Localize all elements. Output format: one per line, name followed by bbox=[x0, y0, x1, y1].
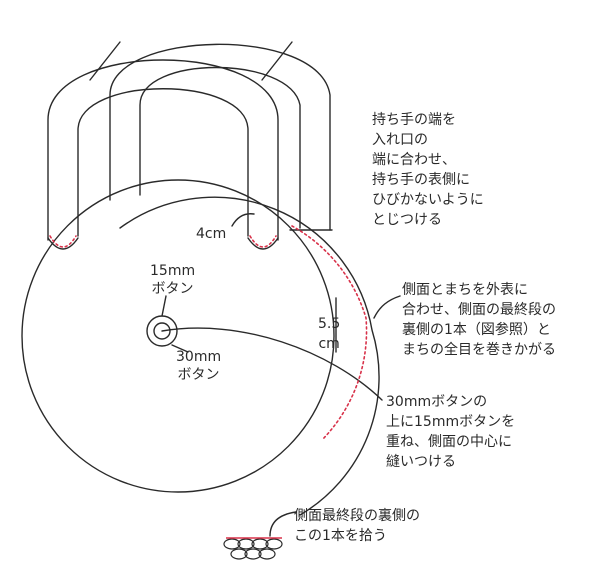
small-button-label: 15mm ボタン bbox=[150, 262, 195, 298]
stitch-handle-left bbox=[49, 235, 77, 248]
stitch-note-line: この1本を拾う bbox=[294, 528, 387, 544]
front-handle-inner bbox=[77, 88, 249, 237]
stitch-note: 側面最終段の裏側の この1本を拾う bbox=[294, 506, 420, 546]
front-handle-outer bbox=[47, 59, 279, 241]
side-note-line: まちの全目を巻きかがる bbox=[402, 342, 556, 358]
stitch-gusset-edge bbox=[291, 225, 368, 441]
side-note-line: 合わせ、側面の最終段の bbox=[402, 302, 556, 318]
dim-handle-bracket bbox=[231, 213, 255, 227]
large-button-size: 30mm bbox=[176, 349, 222, 365]
stitch-illustration bbox=[223, 537, 283, 560]
leader-small-button bbox=[161, 295, 167, 317]
large-button-label: 30mm ボタン bbox=[176, 348, 221, 384]
button-note-line: 重ね、側面の中心に bbox=[386, 434, 512, 450]
large-button-word: ボタン bbox=[177, 367, 220, 383]
button-note-line: 30mmボタンの bbox=[386, 394, 488, 410]
dim-gusset-label: 5.5 cm bbox=[318, 314, 340, 354]
handle-note-line: とじつける bbox=[372, 212, 442, 228]
dim-gusset-value: 5.5 bbox=[318, 316, 341, 332]
side-note: 側面とまちを外表に 合わせ、側面の最終段の 裏側の1本（図参照）と まちの全目を… bbox=[402, 280, 556, 360]
handle-note-line: ひびかないように bbox=[372, 192, 484, 208]
back-handle-outer bbox=[109, 43, 331, 231]
leader-button-note bbox=[161, 327, 383, 401]
leader-side-note bbox=[373, 295, 401, 319]
button-note-line: 上に15mmボタンを bbox=[386, 414, 516, 430]
handle-note-line: 持ち手の端を bbox=[372, 112, 456, 128]
handle-note-line: 入れ口の bbox=[372, 132, 428, 148]
bag-side-circle bbox=[21, 179, 335, 493]
stitch-handle-right bbox=[249, 235, 277, 248]
back-handle-joint bbox=[261, 41, 293, 81]
button-note: 30mmボタンの 上に15mmボタンを 重ね、側面の中心に 縫いつける bbox=[386, 392, 515, 472]
stitch-note-line: 側面最終段の裏側の bbox=[294, 508, 420, 524]
gusset-circle-outline bbox=[119, 196, 380, 516]
leader-large-button bbox=[171, 344, 189, 353]
small-button-15mm bbox=[153, 322, 171, 340]
back-handle-joint bbox=[89, 41, 121, 81]
button-note-line: 縫いつける bbox=[386, 454, 456, 470]
small-button-size: 15mm bbox=[150, 263, 196, 279]
small-button-word: ボタン bbox=[151, 281, 194, 297]
back-handle-inner bbox=[139, 66, 301, 229]
dim-handle-label: 4cm bbox=[196, 226, 227, 242]
leader-stitch-note bbox=[269, 511, 297, 537]
handle-note: 持ち手の端を 入れ口の 端に合わせ、 持ち手の表側に ひびかないように とじつけ… bbox=[372, 110, 484, 230]
dim-gusset-unit: cm bbox=[318, 336, 340, 352]
side-note-line: 側面とまちを外表に bbox=[402, 282, 528, 298]
side-note-line: 裏側の1本（図参照）と bbox=[402, 322, 551, 338]
handle-note-line: 端に合わせ、 bbox=[372, 152, 456, 168]
handle-end-right bbox=[247, 237, 279, 250]
handle-note-line: 持ち手の表側に bbox=[372, 172, 470, 188]
handle-end-left bbox=[47, 237, 79, 250]
